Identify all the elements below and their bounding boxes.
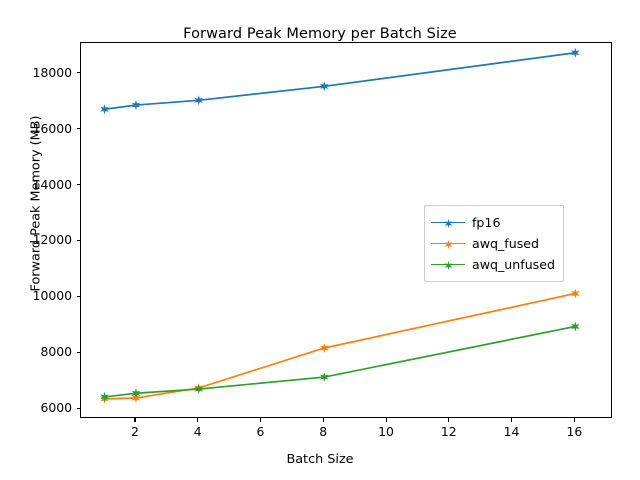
x-tick-label: 10 [378,424,394,439]
legend-label: fp16 [472,215,501,230]
y-tick-label: 16000 [32,120,72,136]
legend-label: awq_unfused [472,257,555,272]
legend-item-fp16[interactable]: fp16 [431,212,555,233]
series-line-fp16 [104,51,576,111]
data-point-fp16-8 [319,81,329,92]
y-tick-label: 10000 [32,288,72,304]
data-point-awq_unfused-16 [571,321,580,332]
chart-title: Forward Peak Memory per Batch Size [183,26,457,42]
plot-svg [100,47,580,404]
legend-swatch-awq_fused [431,237,465,251]
x-tick-label: 12 [440,424,457,439]
x-axis-label: Batch Size [286,452,354,467]
data-point-fp16-4 [194,95,204,106]
x-tick-label: 16 [566,424,583,439]
data-point-awq_fused-8 [319,342,329,353]
series-line-awq_unfused [104,325,576,398]
data-point-awq_unfused-2 [131,388,141,399]
legend-star-icon [444,260,453,270]
y-tick-label: 12000 [32,232,72,248]
y-tick-label: 6000 [40,400,72,416]
data-point-awq_unfused-1 [100,391,109,402]
x-tick-mark [448,418,450,422]
x-tick-label: 6 [256,424,265,439]
y-tick-mark [76,239,80,242]
y-tick-label: 8000 [40,344,72,360]
y-tick-label: 18000 [32,64,72,80]
x-tick-mark [259,418,262,422]
legend-star-icon [444,218,453,228]
chart-legend: fp16 awq_fused awq_unfused [424,205,564,282]
legend-label: awq_fused [472,236,540,251]
x-tick-label: 8 [319,424,328,439]
series-line-awq_fused [104,292,576,400]
x-tick-mark [322,418,324,422]
x-tick-mark [134,418,136,422]
legend-swatch-fp16 [431,216,465,230]
y-tick-mark [76,184,80,186]
data-point-awq_unfused-8 [319,372,329,383]
data-point-awq_unfused-4 [194,384,204,395]
x-tick-mark [385,418,387,422]
y-tick-mark [76,72,80,74]
y-tick-mark [76,407,80,409]
y-tick-mark [76,128,80,130]
y-tick-mark [76,295,80,297]
data-point-fp16-2 [131,100,141,111]
y-tick-label: 14000 [32,176,72,192]
x-tick-label: 14 [503,424,520,439]
x-tick-mark [573,418,575,422]
plot-area [80,42,612,418]
x-tick-mark [197,418,199,422]
y-axis-label: Forward Peak Memory (MB) [28,115,44,292]
x-tick-label: 4 [193,424,202,439]
data-point-awq_fused-16 [571,288,580,299]
legend-swatch-awq_unfused [431,258,465,272]
legend-star-icon [444,239,453,249]
x-tick-mark [511,418,513,422]
legend-item-awq_unfused[interactable]: awq_unfused [431,254,555,275]
data-point-fp16-16 [571,47,580,58]
x-tick-label: 2 [130,424,139,439]
y-tick-mark [76,351,80,353]
data-point-fp16-1 [100,104,109,115]
legend-item-awq_fused[interactable]: awq_fused [431,233,555,254]
